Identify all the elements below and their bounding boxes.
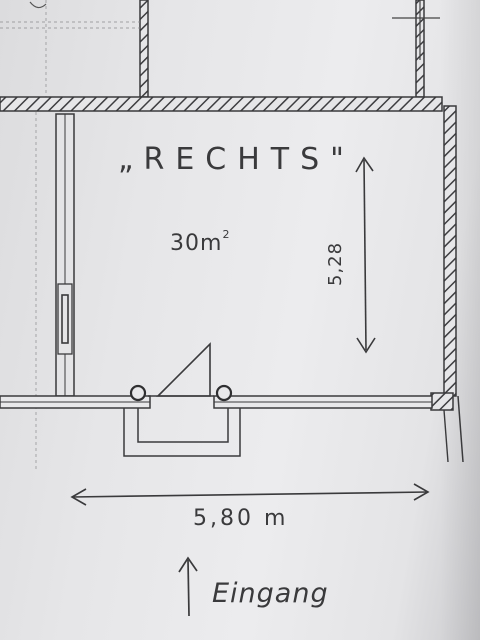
room-area-value: 30m <box>170 231 223 256</box>
right-wall-bottom-line <box>443 409 449 463</box>
right-wall-outer-line <box>457 395 464 463</box>
room-area-exponent: 2 <box>222 228 231 241</box>
upper-room-left-wall <box>139 0 149 98</box>
entrance-step-inner <box>137 408 229 443</box>
height-dimension-arrow <box>355 156 376 354</box>
entrance-step-outer <box>123 408 241 457</box>
room-area-label: 30m2 <box>170 228 230 256</box>
door-hinge-left <box>129 384 147 402</box>
top-wall <box>0 96 443 112</box>
faint-grid-lines <box>0 0 140 470</box>
width-dimension-arrow <box>70 483 430 506</box>
top-left-scribble <box>29 1 47 9</box>
entrance-label: Eingang <box>212 578 329 609</box>
corner-post <box>430 392 454 411</box>
right-wall <box>443 105 457 397</box>
entrance-arrow <box>178 556 198 617</box>
room-name-label: „RECHTS" <box>118 142 355 177</box>
width-dimension-label: 5,80 m <box>193 506 289 531</box>
door-swing <box>156 342 211 397</box>
door-hinge-right <box>215 384 233 402</box>
height-dimension-label: 5,28 <box>325 241 346 286</box>
